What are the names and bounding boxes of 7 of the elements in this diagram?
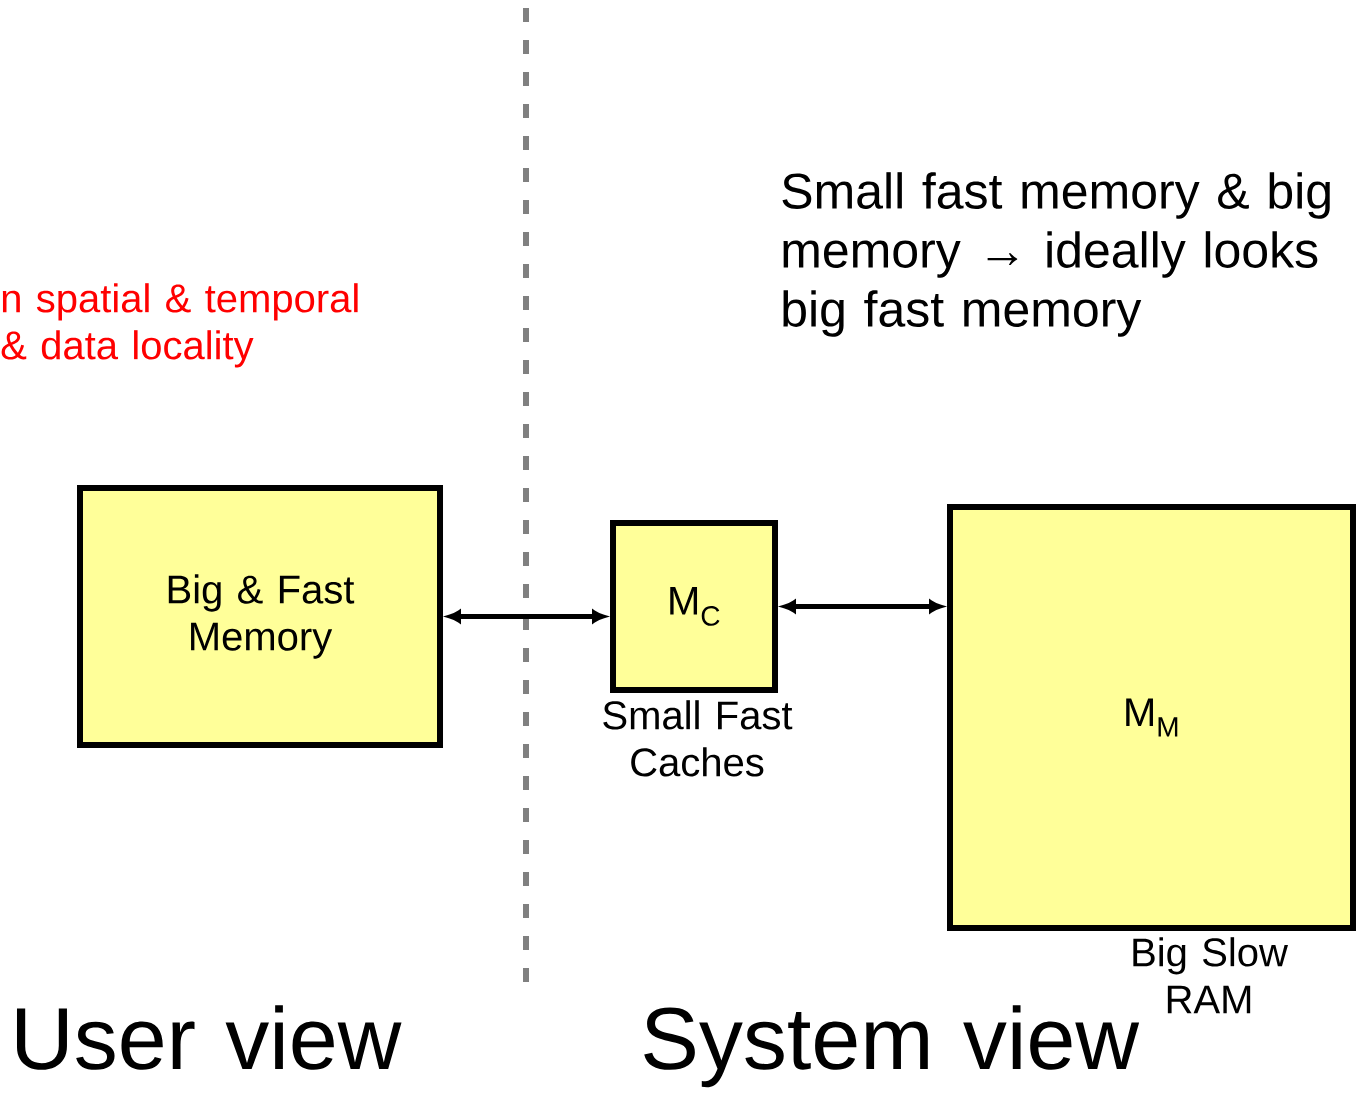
note-text: Small fast memory & big memory → ideally looks big fast memory <box>782 172 1330 337</box>
memory-box: M$_{M}$ <box>947 504 1356 931</box>
memory-box: M$_{C}$ <box>610 520 778 693</box>
view-heading: User view <box>17 1005 402 1070</box>
memory-box: Big & Fast Memory <box>77 485 443 748</box>
box-caption: Small Fast Caches <box>603 700 793 777</box>
note-text: n spatial & temporal & data locality <box>1 283 358 368</box>
